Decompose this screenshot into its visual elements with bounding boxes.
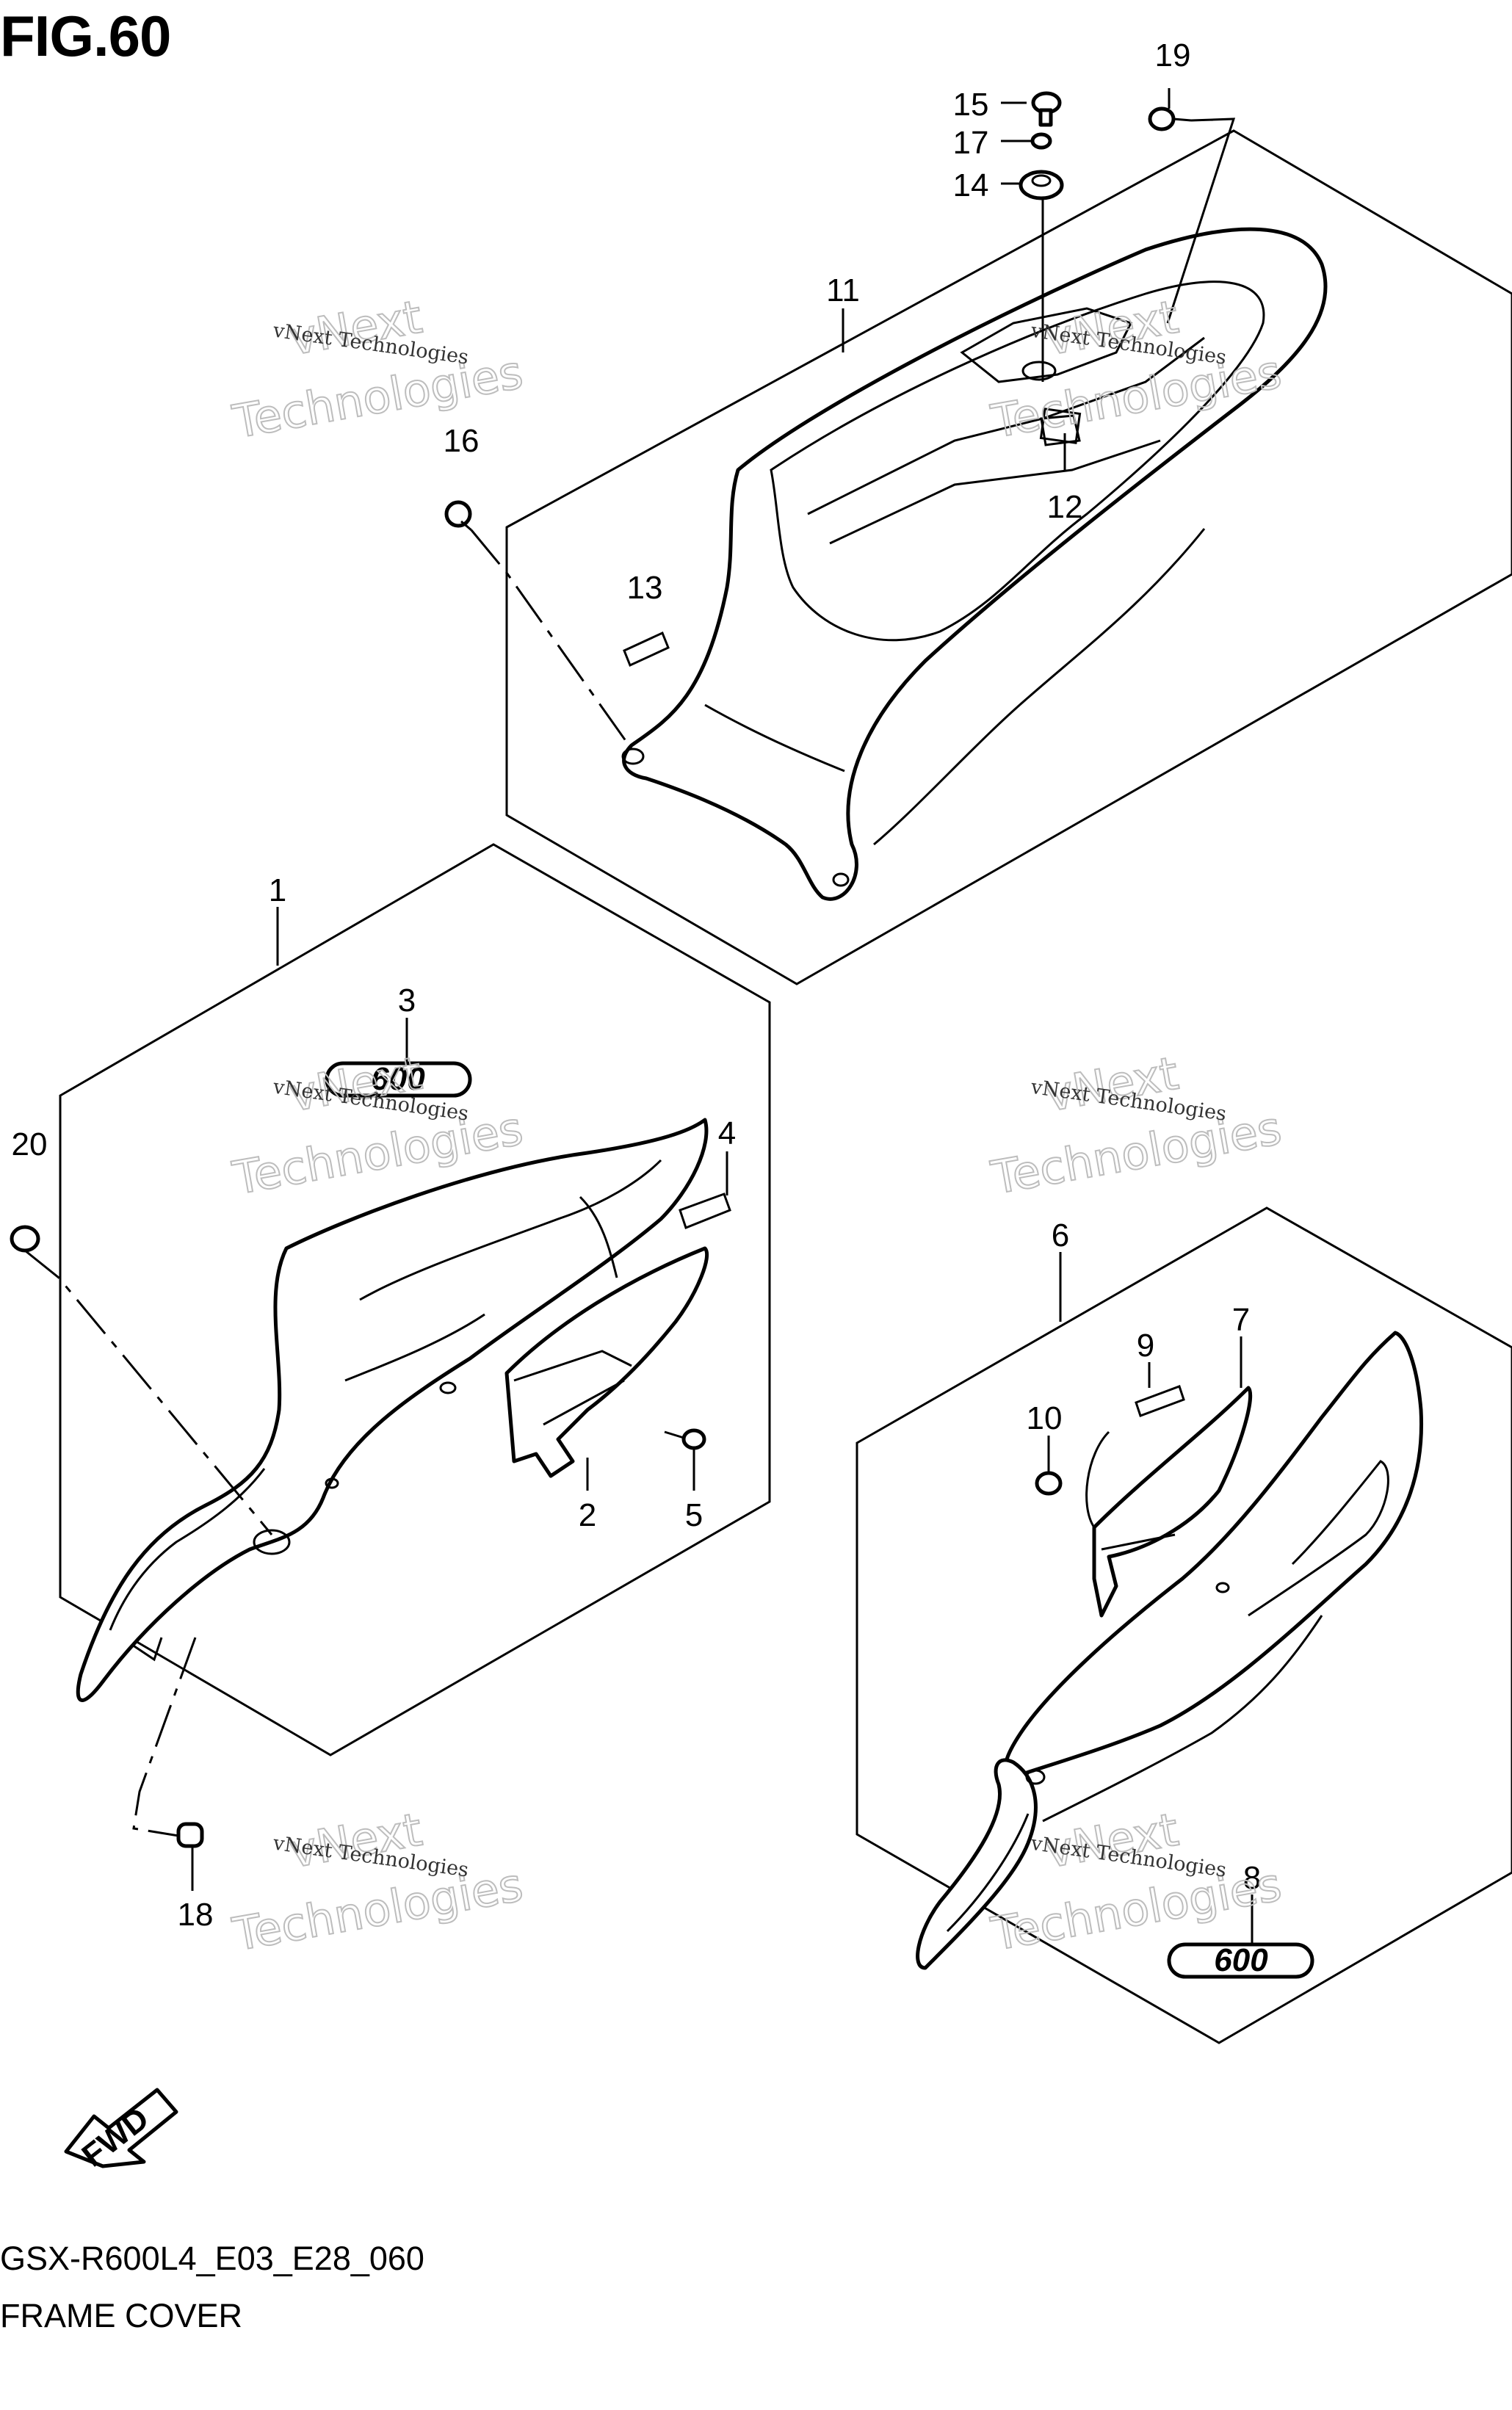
callout-13: 13: [627, 570, 663, 606]
collar-17: [1030, 132, 1052, 150]
right-frame-cover: [916, 1331, 1424, 1970]
bolt-15: [1031, 91, 1062, 127]
watermark-big: Technologies: [228, 345, 527, 449]
screw-19: [1148, 106, 1192, 131]
callout-numbers: 19 15 17 14 11 12 16 13 1 3 4 20 2 5 18 …: [12, 37, 1262, 1933]
callout-14: 14: [953, 167, 989, 203]
grommet-14: [1019, 170, 1064, 200]
emblem-part-8: 600: [1167, 1942, 1314, 1979]
callout-10: 10: [1027, 1400, 1063, 1436]
emblem-text-8: 600: [1214, 1942, 1268, 1978]
inner-cover-part-7: [1085, 1386, 1253, 1618]
label-part-4: [679, 1193, 731, 1229]
callout-19: 19: [1155, 37, 1191, 73]
callout-5: 5: [685, 1497, 703, 1533]
section-name: FRAME COVER: [0, 2297, 243, 2334]
frame-seat-tail: [505, 129, 1512, 985]
screw-10: [1035, 1471, 1063, 1496]
watermark-big: Technologies: [228, 1858, 527, 1961]
watermark-4: Technologies vNext vNext Technologies: [986, 1046, 1286, 1206]
callout-15: 15: [953, 87, 989, 123]
callout-7: 7: [1232, 1302, 1250, 1338]
leader-lines: [24, 88, 1254, 1944]
callout-3: 3: [398, 983, 416, 1018]
fwd-direction-badge: FWD: [64, 2088, 178, 2174]
collar-18: [176, 1822, 204, 1848]
callout-8: 8: [1243, 1860, 1261, 1896]
callout-12: 12: [1047, 489, 1083, 525]
label-part-12: [1040, 414, 1081, 446]
figure-title: FIG.60: [0, 4, 171, 68]
callout-20: 20: [12, 1126, 48, 1162]
frame-right-cover: [856, 1206, 1512, 2044]
callout-4: 4: [718, 1115, 736, 1151]
model-code: GSX-R600L4_E03_E28_060: [0, 2240, 424, 2277]
inner-cover-part-2: [504, 1246, 709, 1478]
frame-left-cover: [59, 843, 771, 1756]
label-part-13: [623, 631, 670, 667]
callout-11: 11: [826, 272, 860, 308]
watermark-big: Technologies: [987, 1101, 1285, 1204]
callout-2: 2: [579, 1497, 596, 1533]
callout-9: 9: [1137, 1328, 1154, 1364]
seat-tail-cover: [621, 227, 1328, 901]
callout-1: 1: [269, 872, 286, 908]
callout-17: 17: [953, 125, 989, 161]
callout-6: 6: [1052, 1217, 1069, 1253]
label-part-9: [1135, 1385, 1185, 1417]
left-frame-cover: [76, 1118, 709, 1702]
bolt-20: [10, 1225, 40, 1253]
callout-18: 18: [178, 1897, 214, 1933]
emblem-part-3: 600: [325, 1061, 472, 1098]
bolt-16: [444, 500, 472, 532]
emblem-text-3: 600: [371, 1061, 425, 1097]
watermark-5: Technologies vNext vNext Technologies: [228, 1802, 527, 1963]
callout-16: 16: [444, 423, 480, 459]
screw-5: [664, 1428, 706, 1450]
watermark-1: Technologies vNext vNext Technologies: [228, 289, 527, 450]
